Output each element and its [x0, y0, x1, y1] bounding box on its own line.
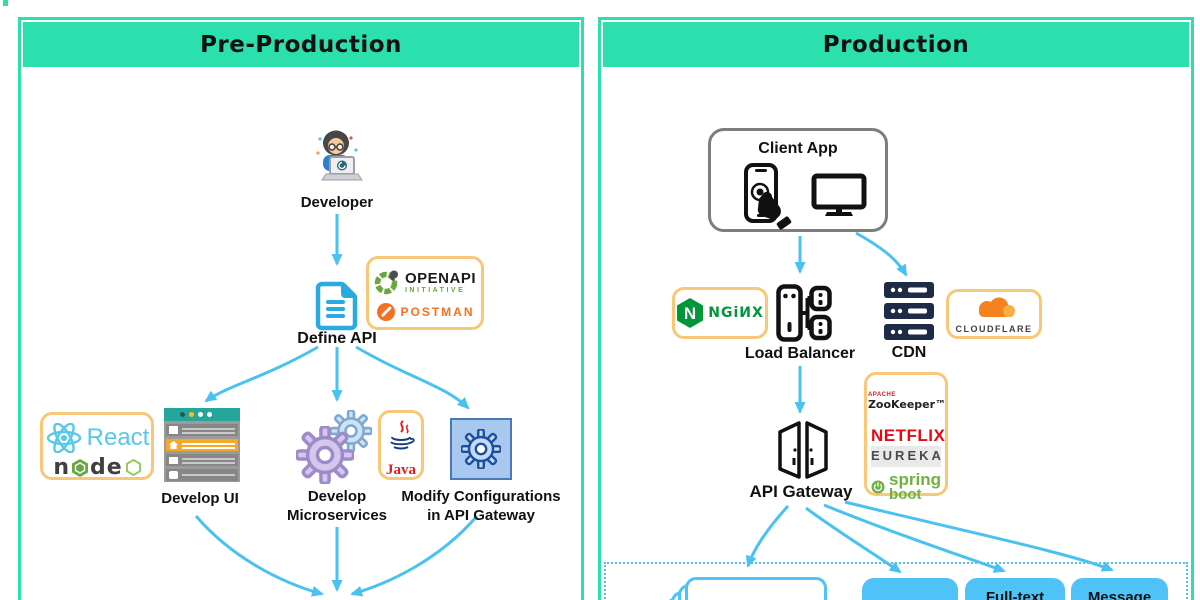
load-balancer-label: Load Balancer	[744, 345, 856, 362]
openapi-title: OPENAPI	[404, 270, 476, 287]
nginx-n: N	[684, 304, 696, 323]
api-gateway-icon	[778, 421, 828, 479]
postman-label: POSTMAN	[400, 305, 475, 319]
java-card: Java	[378, 410, 424, 480]
develop-ui-label: Develop UI	[161, 490, 239, 507]
react-label: React	[86, 424, 150, 451]
developer-label: Developer	[300, 194, 374, 211]
nginx-icon: N	[677, 298, 704, 328]
develop-ui-browser-icon	[164, 408, 240, 482]
openapi-icon	[374, 270, 398, 295]
node-logo: n de	[43, 455, 151, 480]
java-label: Java	[386, 462, 416, 478]
netflix-label: NETFLIX	[871, 426, 946, 445]
define-api-label: Define API	[297, 330, 377, 347]
cdn-server-icon	[884, 282, 934, 340]
service-box-1	[862, 578, 958, 600]
zookeeper-logo: APACHE ZooKeeper™	[868, 380, 946, 422]
openapi-subtitle: INITIATIVE	[404, 287, 466, 294]
react-logo: React	[43, 423, 151, 453]
nginx-card: N NGiИX	[672, 287, 768, 339]
load-balancer-icon	[776, 284, 832, 342]
services-zone	[604, 562, 1188, 600]
phone-touch-icon	[744, 163, 792, 230]
spring-label-line1: spring	[889, 470, 941, 489]
cloudflare-icon	[979, 297, 1015, 317]
fulltext-label: Full-text	[985, 589, 1045, 600]
postman-icon	[376, 303, 395, 321]
node-hex-icon	[72, 458, 88, 477]
zookeeper-apache-label: APACHE	[867, 391, 896, 398]
service-box-fulltext: Full-text	[965, 578, 1065, 600]
cdn-label: CDN	[891, 344, 927, 361]
spring-boot-logo: spring boot	[871, 470, 941, 503]
openapi-postman-card: OPENAPI INITIATIVE POSTMAN	[366, 256, 484, 330]
eureka-label: EUREKA	[871, 448, 944, 463]
spring-label-line2: boot	[889, 486, 922, 503]
monitor-icon	[811, 173, 867, 216]
react-icon	[46, 423, 81, 453]
api-gateway-label: API Gateway	[749, 482, 853, 501]
postman-logo: POSTMAN	[369, 302, 481, 322]
nginx-label: NGiИX	[708, 305, 764, 321]
discovery-stack-card: APACHE ZooKeeper™ NETFLIX EUREKA spring …	[864, 372, 948, 502]
message-label: Message	[1087, 589, 1152, 600]
microservices-gear-large-icon	[296, 426, 354, 484]
openapi-logo: OPENAPI INITIATIVE	[369, 269, 481, 295]
production-title: Production	[822, 31, 970, 58]
develop-microservices-label: Develop Microservices	[286, 488, 388, 524]
zookeeper-label: ZooKeeper™	[867, 397, 947, 411]
react-node-card: React n de	[40, 412, 154, 480]
client-app-box: Client App	[708, 128, 888, 232]
spring-boot-icon	[871, 480, 885, 494]
cloudflare-card: CLOUDFLARE	[946, 289, 1042, 339]
node-label-part1: n	[53, 455, 70, 480]
pre-production-header: Pre-Production	[23, 22, 579, 67]
service-box-message: Message	[1071, 578, 1168, 600]
node-label-part2: de	[90, 455, 123, 480]
developer-icon	[316, 130, 363, 181]
cloudflare-label: CLOUDFLARE	[955, 324, 1033, 334]
client-app-label: Client App	[758, 140, 838, 157]
define-api-doc-icon	[315, 281, 358, 331]
modify-config-label: Modify Configurations in API Gateway	[401, 488, 561, 524]
eureka-band: EUREKA	[871, 446, 941, 467]
nodejs-hex-icon	[125, 459, 141, 476]
corner-mark	[3, 0, 8, 6]
java-icon	[390, 420, 415, 450]
modify-config-gear-icon	[461, 429, 501, 469]
microservices-stack-card-1	[685, 577, 827, 600]
modify-config-square	[450, 418, 512, 480]
pre-production-title: Pre-Production	[200, 31, 402, 58]
production-header: Production	[603, 22, 1189, 67]
pre-production-panel: Pre-Production	[18, 17, 584, 600]
